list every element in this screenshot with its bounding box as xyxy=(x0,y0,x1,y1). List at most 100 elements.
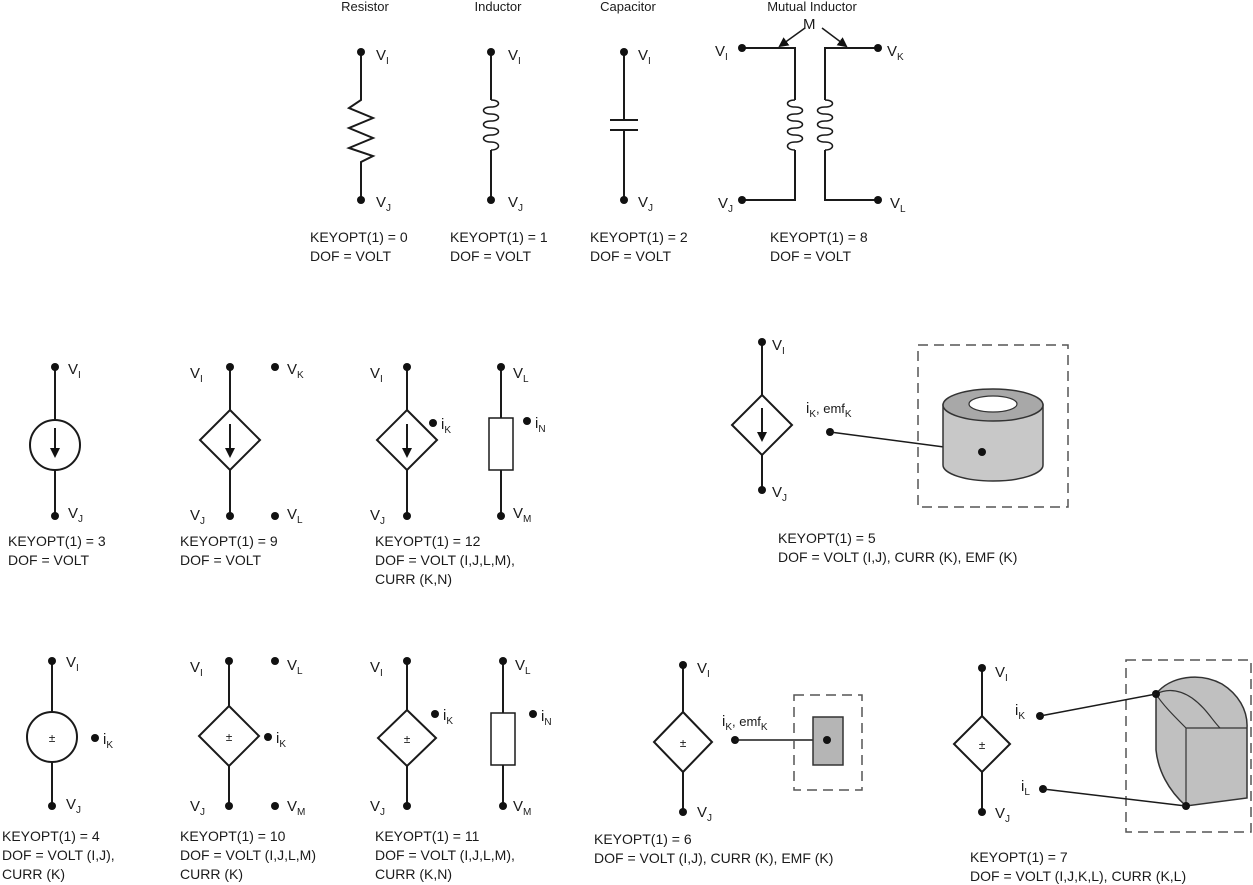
node-label-ik: iK xyxy=(443,707,453,727)
node-dot xyxy=(51,512,59,520)
node-dot xyxy=(620,48,628,56)
cylinder-core xyxy=(942,388,1044,482)
dependent-voltage-source-element: ± iK VI VL VJ VM KEYOPT(1) = 10 DOF = VO… xyxy=(180,657,316,882)
node-dot xyxy=(874,44,882,52)
node-dot xyxy=(497,512,505,520)
node-dot xyxy=(48,802,56,810)
node-dot xyxy=(529,710,537,718)
node-label-il: iL xyxy=(1021,778,1030,798)
node-dot xyxy=(225,802,233,810)
node-label-vj: VJ xyxy=(697,804,712,824)
plus-minus-icon: ± xyxy=(49,731,56,745)
keyopt-label: KEYOPT(1) = 12 xyxy=(375,533,481,549)
diamond-source xyxy=(730,393,794,457)
link-line xyxy=(1039,693,1157,717)
keyopt-label: KEYOPT(1) = 3 xyxy=(8,533,106,549)
node-dot xyxy=(357,48,365,56)
dof-label: DOF = VOLT (I,J,L,M), xyxy=(375,847,515,863)
node-label-vj: VJ xyxy=(190,507,205,527)
node-dot xyxy=(431,710,439,718)
keyopt-label: KEYOPT(1) = 11 xyxy=(375,828,480,844)
source-circle xyxy=(26,711,78,763)
plus-minus-icon: ± xyxy=(226,730,233,744)
keyopt-label: KEYOPT(1) = 6 xyxy=(594,831,692,847)
dof-label: DOF = VOLT (I,J), CURR (K), EMF (K) xyxy=(778,549,1017,565)
dof-label-line2: CURR (K) xyxy=(180,866,243,882)
node-dot xyxy=(271,657,279,665)
node-label-vk: VK xyxy=(887,43,904,63)
plus-minus-icon: ± xyxy=(979,738,986,752)
right-coil xyxy=(816,99,834,151)
dof-label: DOF = VOLT (I,J,K,L), CURR (K,L) xyxy=(970,868,1186,884)
node-label-vl: VL xyxy=(890,195,906,215)
coupled-region-box xyxy=(793,694,863,791)
keyopt-label: KEYOPT(1) = 10 xyxy=(180,828,286,844)
node-dot xyxy=(487,48,495,56)
dof-label: DOF = VOLT xyxy=(770,248,851,264)
inductor-coil xyxy=(482,99,500,151)
node-label-vi: VI xyxy=(697,660,710,680)
coil-segment-shape xyxy=(1155,676,1248,807)
node-label-vi: VI xyxy=(376,47,389,67)
node-label-in: iN xyxy=(541,708,552,728)
node-label-vj: VJ xyxy=(370,507,385,527)
voltage-source-element: ± iK VI VJ KEYOPT(1) = 4 DOF = VOLT (I,J… xyxy=(2,654,115,882)
node-dot xyxy=(874,196,882,204)
mutual-inductor-element: M VI VK VJ VL KEYOPT(1) = 8 DOF = VOLT xyxy=(715,16,906,264)
current-source-element: VI VJ KEYOPT(1) = 3 DOF = VOLT xyxy=(8,361,106,568)
node-label-vi: VI xyxy=(190,659,203,679)
current-controlled-source-element: iK iN VI VL VJ VM KEYOPT(1) = 12 DOF = V… xyxy=(370,363,546,587)
node-dot xyxy=(679,808,687,816)
node-label-vj: VJ xyxy=(190,798,205,818)
node-label-vl: VL xyxy=(287,657,303,677)
node-dot xyxy=(403,657,411,665)
left-winding-wire xyxy=(742,47,796,201)
node-label-vi: VI xyxy=(68,361,81,381)
source-circle xyxy=(29,419,81,471)
node-dot xyxy=(823,736,831,744)
mutual-arrow-left xyxy=(778,27,806,48)
node-label-vi: VI xyxy=(370,365,383,385)
node-label-vm: VM xyxy=(513,798,531,818)
resistor-box xyxy=(488,417,514,471)
diamond-source xyxy=(652,710,714,774)
resistor-zigzag xyxy=(346,52,376,200)
node-label-vl: VL xyxy=(287,506,303,526)
node-dot xyxy=(429,419,437,427)
header-resistor: Resistor xyxy=(341,0,389,14)
node-dot xyxy=(978,808,986,816)
node-dot xyxy=(620,196,628,204)
emf-voltage-source-element: ± VI VJ iK, emfK KEYOPT(1) = 6 DOF = VOL… xyxy=(594,660,863,866)
capacitor-element: VI VJ KEYOPT(1) = 2 DOF = VOLT xyxy=(590,47,688,264)
left-coil xyxy=(786,99,804,151)
current-controlled-voltage-source-element: ± iK iN VI VL VJ VM KEYOPT(1) = 11 DOF =… xyxy=(370,657,552,882)
keyopt-label: KEYOPT(1) = 4 xyxy=(2,828,100,844)
keyopt-label: KEYOPT(1) = 0 xyxy=(310,229,408,245)
dof-label: DOF = VOLT (I,J,L,M) xyxy=(180,847,316,863)
node-dot xyxy=(271,802,279,810)
keyopt-label: KEYOPT(1) = 9 xyxy=(180,533,278,549)
node-label-vi: VI xyxy=(995,664,1008,684)
node-label-in: iN xyxy=(535,415,546,435)
header-mutual-inductor: Mutual Inductor xyxy=(767,0,857,14)
diamond-source xyxy=(376,708,438,768)
node-dot xyxy=(738,196,746,204)
node-label-vl: VL xyxy=(515,657,531,677)
node-label-vj: VJ xyxy=(772,484,787,504)
node-dot xyxy=(499,657,507,665)
node-label-vj: VJ xyxy=(995,805,1010,825)
mutual-arrow-right xyxy=(821,27,848,48)
node-dot xyxy=(978,448,986,456)
node-label-vl: VL xyxy=(513,365,529,385)
node-dot xyxy=(48,657,56,665)
keyopt-label: KEYOPT(1) = 1 xyxy=(450,229,548,245)
link-line xyxy=(1042,788,1187,807)
dof-label-line2: CURR (K) xyxy=(2,866,65,882)
node-dot xyxy=(403,512,411,520)
dof-label: DOF = VOLT xyxy=(180,552,261,568)
keyopt-label: KEYOPT(1) = 8 xyxy=(770,229,868,245)
header-inductor: Inductor xyxy=(475,0,523,14)
diamond-source xyxy=(197,704,261,768)
resistor-element: VI VJ KEYOPT(1) = 0 DOF = VOLT xyxy=(310,47,408,264)
node-label-vj: VJ xyxy=(508,194,523,214)
